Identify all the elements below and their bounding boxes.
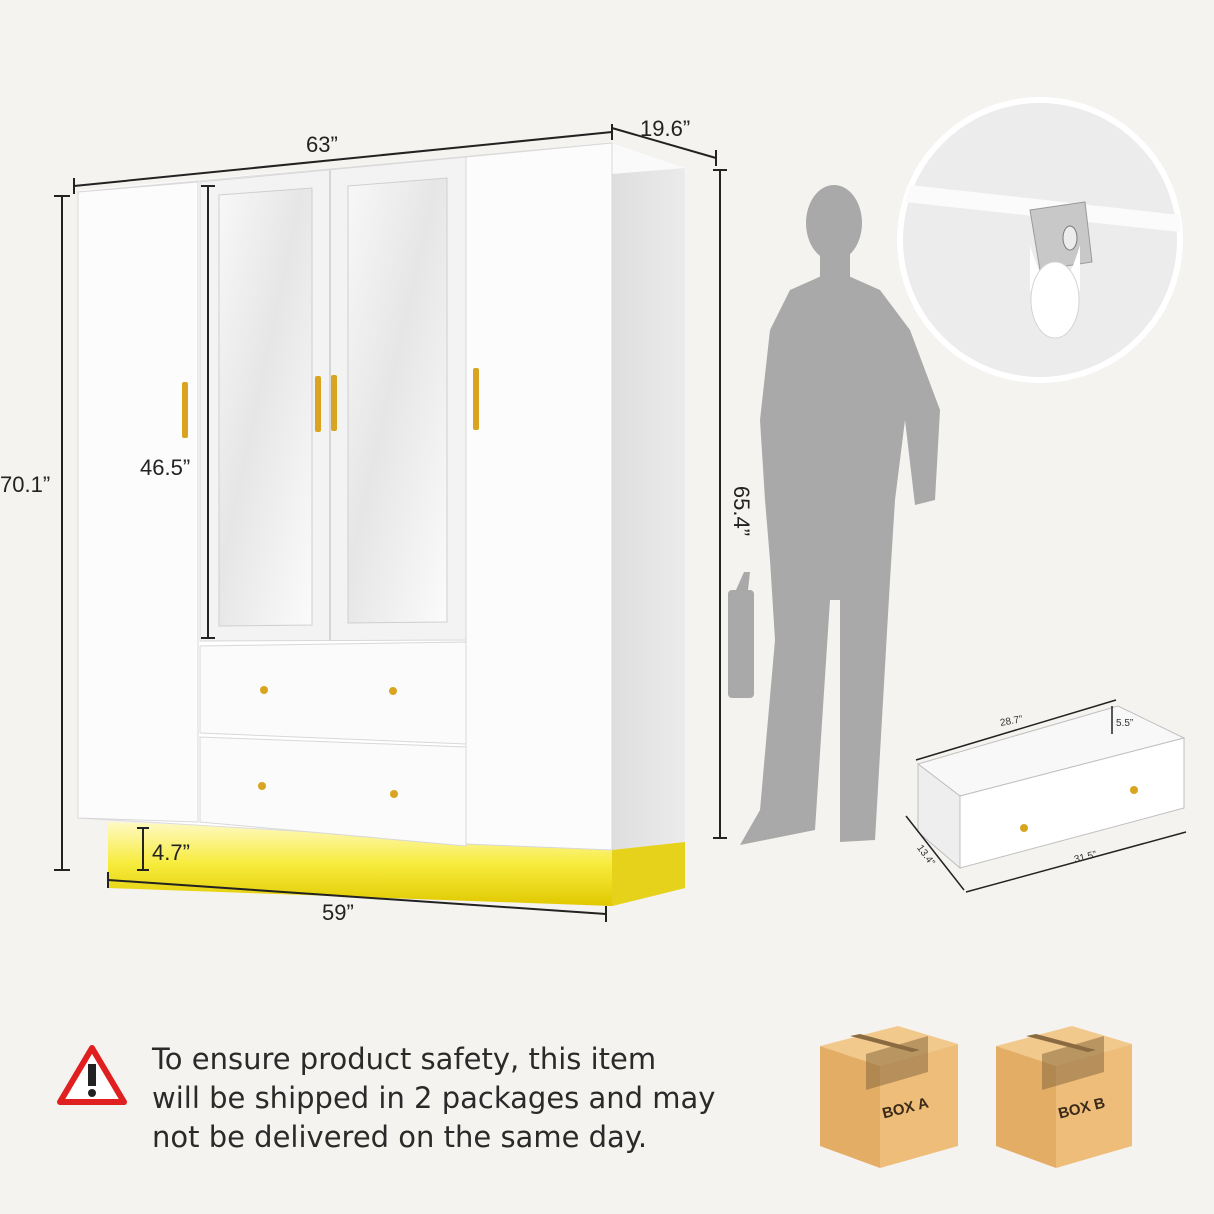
mirror-left [218,187,313,627]
box-b [996,1026,1132,1168]
width-top-label: 63” [306,132,338,157]
wardrobe-side-panel [612,143,685,850]
height-total-label: 70.1” [0,472,51,497]
wardrobe-front [77,142,613,851]
left-door [77,181,199,823]
drawer-bottom-front [199,736,467,847]
depth-label: 19.6” [640,116,691,141]
notice-line-3: not be delivered on the same day. [152,1120,648,1154]
notice-line-2: will be shipped in 2 packages and may [152,1081,716,1115]
base-width-label: 59” [322,900,354,925]
body-height-label: 65.4” [729,485,755,537]
gold-handles [182,368,479,798]
warning-icon [57,1045,127,1105]
shipping-notice: To ensure product safety, this item will… [152,1040,772,1157]
box-a [820,1026,958,1168]
right-door [465,142,613,851]
dimension-lines [54,124,727,922]
base-height-label: 4.7” [152,840,190,865]
person-silhouette [728,185,940,845]
drawer-top-front [199,641,467,745]
notice-line-1: To ensure product safety, this item [152,1042,657,1076]
bracket-detail-circle [897,97,1183,383]
mirror-height-label: 46.5” [140,455,191,480]
mirror-right [347,177,448,624]
drawer-detail [905,699,1187,893]
drawer-height-label: 5.5” [1116,718,1134,729]
